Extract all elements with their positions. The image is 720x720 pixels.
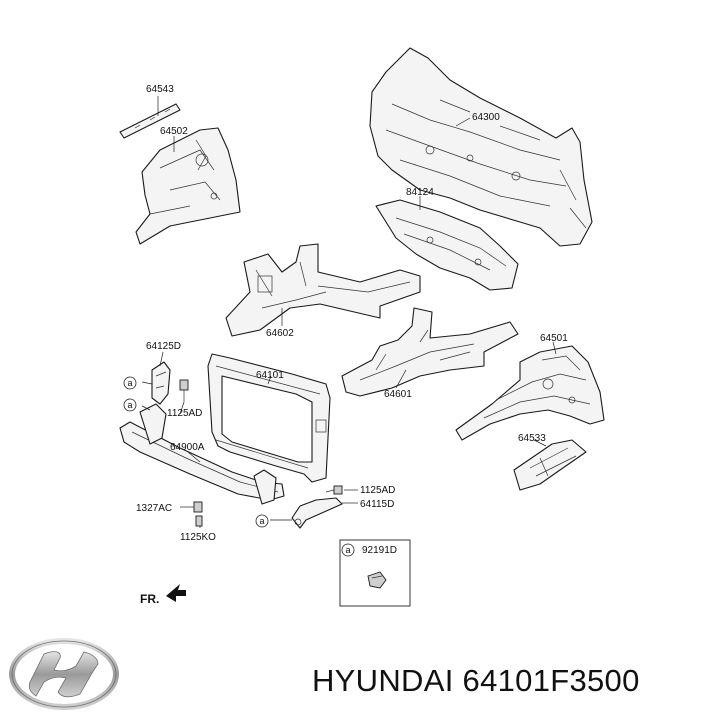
ref-circle-2: a <box>123 398 137 412</box>
front-indicator-label: FR. <box>140 592 159 606</box>
part-64543-drawing <box>119 103 181 139</box>
part-64502-drawing <box>135 127 241 245</box>
ref-letter: a <box>127 400 132 410</box>
ref-circle-1: a <box>123 376 137 390</box>
part-1327AC-drawing <box>193 501 203 513</box>
ref-letter: a <box>259 516 264 526</box>
part-64602-drawing <box>225 243 421 337</box>
label-92191D: 92191D <box>362 545 397 556</box>
part-84124-drawing <box>375 199 519 291</box>
part-64300-drawing <box>369 47 593 247</box>
leader-lines <box>141 96 557 528</box>
part-64601-drawing <box>341 307 519 397</box>
label-64501: 64501 <box>540 333 568 344</box>
label-1125AD-a: 1125AD <box>167 408 202 419</box>
part-64101-drawing <box>207 353 331 483</box>
part-1125AD-b-drawing <box>325 485 343 495</box>
label-64602: 64602 <box>266 328 294 339</box>
product-caption: HYUNDAI 64101F3500 <box>312 663 640 698</box>
label-1327AC: 1327AC <box>136 503 172 514</box>
label-1125AD-b: 1125AD <box>360 485 395 496</box>
ref-letter: a <box>127 378 132 388</box>
label-64300: 64300 <box>472 112 500 123</box>
part-64900A-drawing <box>119 403 285 505</box>
part-64115D-drawing <box>291 497 343 529</box>
label-64125D: 64125D <box>146 341 181 352</box>
label-1125KO: 1125KO <box>180 532 216 543</box>
label-64543: 64543 <box>146 84 174 95</box>
part-1125KO-drawing <box>195 515 203 527</box>
label-84124: 84124 <box>406 187 434 198</box>
part-64533-drawing <box>513 439 587 491</box>
ref-circle-3: a <box>255 514 269 528</box>
front-arrow-icon <box>166 584 186 602</box>
part-64125D-drawing <box>151 361 171 405</box>
label-64502: 64502 <box>160 126 188 137</box>
label-64115D: 64115D <box>360 499 394 510</box>
label-64900A: 64900A <box>170 442 205 453</box>
ref-letter: a <box>345 545 350 555</box>
label-64601: 64601 <box>384 389 412 400</box>
hyundai-logo-icon <box>9 638 119 710</box>
ref-circle-4: a <box>341 543 355 557</box>
part-1125AD-a-drawing <box>179 379 189 402</box>
part-64501-drawing <box>455 345 605 441</box>
label-64533: 64533 <box>518 433 546 444</box>
label-64101: 64101 <box>256 370 284 381</box>
